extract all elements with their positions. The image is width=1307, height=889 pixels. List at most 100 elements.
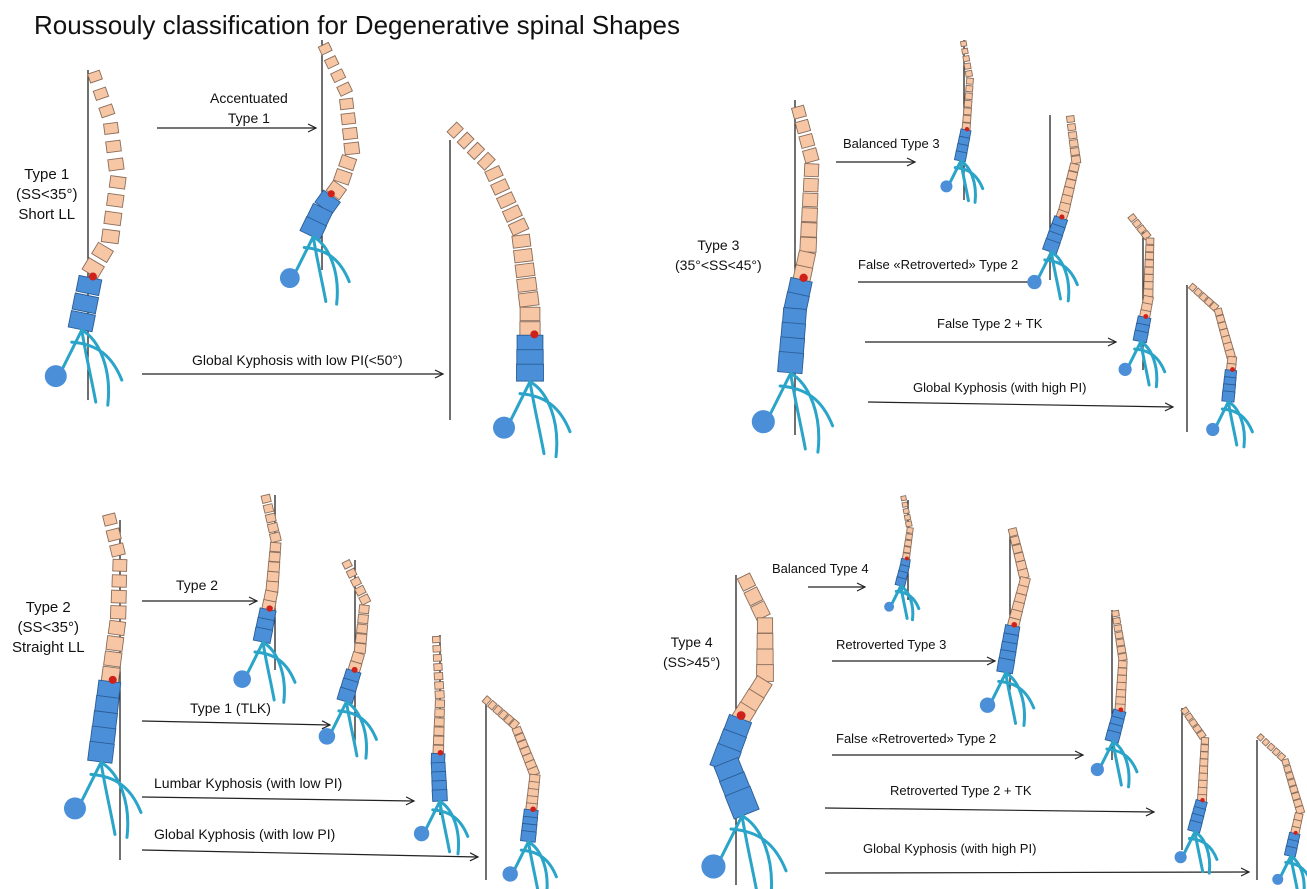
type4-name: Type 4 — [663, 632, 720, 652]
thoracic-vertebra — [1118, 668, 1127, 676]
thoracic-vertebra — [355, 633, 367, 643]
thoracic-vertebra — [906, 534, 913, 540]
thoracic-vertebra — [435, 681, 444, 689]
thoracic-vertebra — [111, 590, 126, 603]
femoral-head — [1272, 874, 1283, 885]
thoracic-vertebra — [795, 119, 810, 134]
thoracic-vertebra — [907, 527, 914, 533]
femoral-head — [884, 602, 894, 612]
thoracic-vertebra — [432, 636, 440, 643]
thoracic-vertebra — [434, 718, 444, 726]
spine-type4 — [701, 573, 786, 889]
accentuated-line1: Accentuated — [210, 88, 288, 108]
femoral-head — [319, 728, 336, 745]
thoracic-vertebra — [109, 176, 126, 190]
apex-marker — [352, 667, 358, 673]
thoracic-vertebra — [1267, 743, 1275, 751]
pelvis — [1129, 342, 1165, 387]
femoral-head — [1027, 275, 1041, 289]
thoracic-vertebra — [1118, 661, 1127, 668]
thoracic-vertebra — [112, 575, 127, 588]
femoral-head — [1091, 763, 1104, 776]
arrow-t3-global-kyphosis — [868, 402, 1173, 411]
spine-t3-false-type2-tk — [1119, 214, 1165, 387]
apex-marker — [1011, 622, 1017, 628]
pelvis — [514, 842, 556, 889]
arrow-t4-retroverted-type3 — [832, 657, 995, 665]
spine-t2-type1-tlk — [319, 560, 377, 759]
arrow-label-t3-global-kyphosis: Global Kyphosis (with high PI) — [913, 380, 1086, 395]
femoral-head — [45, 365, 67, 387]
spine-t2-lumbar-kyphosis — [414, 635, 468, 854]
femoral-head — [233, 670, 251, 688]
thoracic-vertebra — [433, 736, 444, 745]
type4-ss: (SS>45°) — [663, 652, 720, 672]
arrow-t3-false-retroverted — [858, 278, 1040, 286]
thoracic-vertebra — [101, 229, 119, 244]
thoracic-vertebra — [903, 508, 909, 514]
femoral-head — [980, 697, 995, 712]
thoracic-vertebra — [963, 115, 971, 122]
arrow-t4-global-kyphosis — [825, 868, 1249, 876]
thoracic-vertebra — [359, 605, 369, 614]
lumbar-vertebra — [517, 335, 543, 351]
thoracic-vertebra — [905, 521, 912, 527]
type3-label: Type 3 (35°<SS<45°) — [675, 235, 762, 275]
type1-ss: (SS<35°) — [16, 185, 77, 205]
arrow-label-t2-type1-tlk: Type 1 (TLK) — [190, 700, 271, 716]
arrow-label-t2-type2: Type 2 — [176, 577, 218, 593]
type1-label: Type 1 (SS<35°) Short LL — [16, 165, 77, 225]
apex-marker — [905, 557, 909, 561]
lumbar-vertebra — [778, 351, 804, 373]
page-title: Roussouly classification for Degenerativ… — [34, 10, 680, 41]
spine-accentuated-type1 — [280, 40, 360, 304]
arrow-label-t3-false-retroverted: False «Retroverted» Type 2 — [858, 257, 1018, 272]
arrow-t4-balanced — [808, 583, 865, 591]
thoracic-vertebra — [1286, 772, 1294, 780]
thoracic-vertebra — [1199, 766, 1207, 774]
arrow-t2-global-kyphosis — [142, 850, 478, 861]
thoracic-vertebra — [457, 132, 474, 149]
thoracic-vertebra — [1199, 773, 1208, 781]
thoracic-vertebra — [340, 98, 354, 110]
apex-marker — [1143, 314, 1148, 319]
arrow-label-t1-accentuated: Accentuated Type 1 — [210, 88, 288, 128]
thoracic-vertebra — [1146, 238, 1154, 245]
thoracic-vertebra — [804, 164, 819, 177]
thoracic-vertebra — [1262, 738, 1270, 746]
thoracic-vertebra — [106, 140, 122, 153]
type2-ll: Straight LL — [12, 638, 85, 658]
spine-type1 — [45, 70, 126, 405]
thoracic-vertebra — [1066, 115, 1074, 122]
thoracic-vertebra — [1069, 139, 1078, 147]
thoracic-vertebra — [802, 193, 818, 207]
thoracic-vertebra — [965, 93, 973, 100]
apex-marker — [1230, 367, 1235, 372]
thoracic-vertebra — [355, 585, 367, 596]
thoracic-vertebra — [270, 542, 281, 552]
thoracic-vertebra — [964, 63, 971, 70]
thoracic-vertebra — [1145, 267, 1154, 274]
thoracic-vertebra — [106, 636, 124, 652]
thoracic-vertebra — [342, 560, 352, 570]
thoracic-vertebra — [261, 494, 271, 503]
femoral-head — [1206, 423, 1219, 436]
pelvis — [992, 673, 1034, 726]
arrow-label-t2-lumbar-kyphosis: Lumbar Kyphosis (with low PI) — [154, 775, 342, 791]
thoracic-vertebra — [265, 513, 276, 523]
thoracic-vertebra — [339, 155, 357, 171]
pelvis — [331, 702, 376, 758]
apex-marker — [1118, 707, 1123, 712]
thoracic-vertebra — [963, 56, 970, 62]
pelvis — [81, 762, 141, 837]
thoracic-vertebra — [1200, 759, 1208, 766]
thoracic-vertebra — [799, 134, 815, 149]
pelvis — [426, 801, 468, 854]
thoracic-vertebra — [106, 528, 121, 542]
apex-marker — [530, 330, 538, 338]
type3-ss: (35°<SS<45°) — [675, 255, 762, 275]
thoracic-vertebra — [1068, 131, 1077, 139]
thoracic-vertebra — [904, 540, 911, 547]
thoracic-vertebra — [1112, 610, 1120, 617]
spine-t4-retroverted-type3 — [980, 528, 1034, 726]
